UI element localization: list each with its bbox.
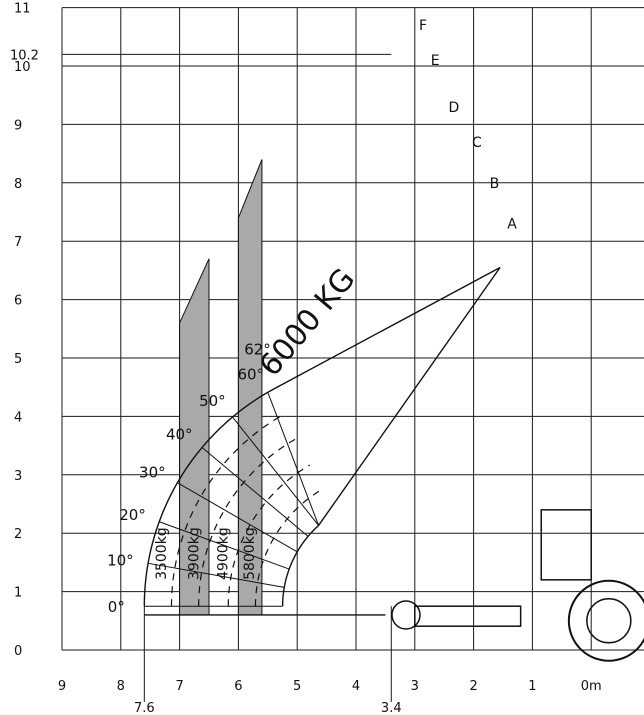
- x-tick-label: 8: [117, 679, 125, 694]
- x-tick-label: 7: [175, 679, 183, 694]
- y-tick-label: 4: [14, 410, 22, 425]
- x-tick-label: 6: [234, 679, 242, 694]
- telehandler-silhouette: [391, 509, 644, 662]
- capacity-zone-label: 3900kg: [186, 527, 202, 580]
- capacity-zone-label: 5800kg: [242, 527, 258, 580]
- y-tick-label: 3: [14, 469, 22, 484]
- cab-body: [540, 509, 592, 581]
- angle-label: 40°: [166, 425, 193, 443]
- y-tick-label: 8: [14, 177, 22, 192]
- y-tick-label: 10: [14, 60, 31, 75]
- envelope-outer-arc: [143, 387, 276, 607]
- chart-labels: 9 8 7 6 5 4 3 2 1 0m 0 1 2 3 4 5 6 7 8 9 10 11 10.2 7.6 3.4 0° 10°…: [10, 2, 602, 715]
- y-tick-label: 7: [14, 235, 22, 250]
- x-tick-label: 9: [58, 679, 66, 694]
- x-tick-label: 5: [293, 679, 301, 694]
- angle-line: [267, 392, 320, 526]
- x-tick-label: 2: [469, 679, 477, 694]
- y-tick-label: 1: [14, 586, 22, 601]
- angle-label: 62°: [244, 341, 271, 359]
- extension-letter: B: [490, 176, 500, 192]
- envelope-top-edge: [275, 266, 501, 389]
- angle-line: [159, 521, 290, 570]
- boom-head: [391, 600, 421, 630]
- x-extra-tick-label: 7.6: [134, 701, 155, 715]
- envelope-right-edge: [317, 267, 501, 526]
- capacity-main-label: 6000 KG: [253, 262, 363, 383]
- envelope-inner-arc: [281, 524, 320, 607]
- extension-letter: F: [419, 18, 427, 34]
- reach-envelope: [143, 266, 501, 616]
- angle-label: 50°: [199, 392, 226, 410]
- wheel: [567, 579, 644, 662]
- angle-label: 60°: [238, 365, 265, 383]
- y-tick-label: 0: [14, 644, 22, 659]
- y-tick-label: 11: [14, 2, 31, 17]
- x-tick-label: 3: [411, 679, 419, 694]
- extension-letter: D: [448, 100, 459, 116]
- y-tick-label: 5: [14, 352, 22, 367]
- angle-line: [177, 482, 298, 553]
- y-tick-label: 9: [14, 118, 22, 133]
- boom-arm: [414, 605, 522, 627]
- extension-letter: C: [472, 135, 482, 151]
- angle-label: 10°: [107, 551, 134, 569]
- capacity-zone-label: 3500kg: [154, 527, 170, 580]
- y-tick-label: 2: [14, 527, 22, 542]
- x-tick-label: 1: [528, 679, 536, 694]
- x-tick-label: 4: [352, 679, 360, 694]
- angle-line: [201, 447, 309, 537]
- angle-line: [147, 562, 285, 588]
- extension-letter: A: [507, 217, 517, 233]
- x-tick-label: 0m: [581, 679, 602, 694]
- extension-letter: E: [431, 53, 440, 69]
- y-extra-tick-label: 10.2: [10, 48, 39, 63]
- capacity-zone-label: 4900kg: [216, 527, 232, 580]
- angle-line: [232, 416, 319, 526]
- wheel-hub: [586, 598, 632, 644]
- angle-label: 0°: [108, 598, 125, 616]
- x-extra-tick-label: 3.4: [381, 701, 402, 715]
- angle-label: 30°: [139, 464, 166, 482]
- angle-label: 20°: [119, 506, 146, 524]
- y-tick-label: 6: [14, 294, 22, 309]
- grid: [61, 7, 644, 702]
